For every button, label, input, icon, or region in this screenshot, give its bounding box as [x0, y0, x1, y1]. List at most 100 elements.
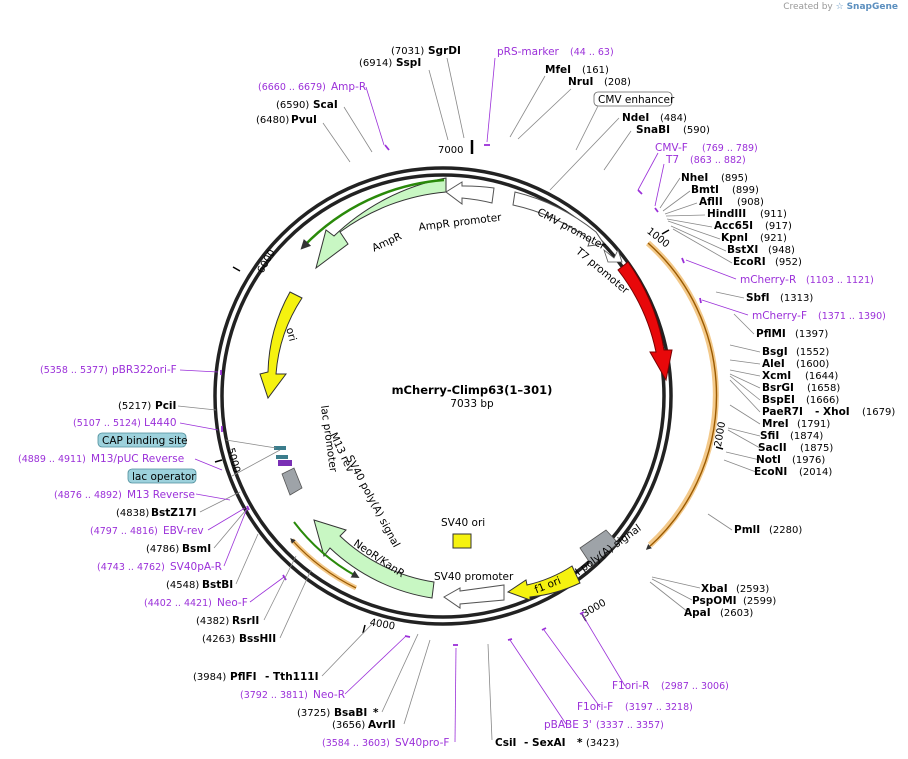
cmv-promoter-arrow[interactable] [512, 191, 605, 247]
site-sexai-star: * [577, 737, 583, 749]
sv40-promoter-arrow[interactable] [443, 584, 505, 609]
site-avrii[interactable]: AvrII [368, 719, 396, 731]
site-bsabi-star: * [373, 707, 379, 719]
site-rsrii-pos: (4382) [196, 616, 229, 627]
site-sacii[interactable]: SacII [758, 442, 787, 454]
site-kpni-pos: (921) [760, 233, 787, 244]
primer-ebvrev-range: (4797 .. 4816) [90, 526, 158, 537]
site-sexai[interactable]: - SexAI [524, 737, 566, 749]
cmv-enhancer-box[interactable] [593, 91, 673, 107]
primer-pbr322[interactable]: pBR322ori-F [112, 364, 177, 376]
bgh-polya-box[interactable] [579, 529, 619, 567]
primer-f1orif[interactable]: F1ori-F [577, 701, 613, 713]
credit-brand: SnapGene [846, 2, 898, 12]
site-kpni[interactable]: KpnI [721, 232, 748, 244]
site-econi[interactable]: EcoNI [754, 466, 787, 478]
ori-arrow[interactable] [259, 291, 303, 400]
primer-m13puc[interactable]: M13/pUC Reverse [91, 453, 184, 465]
tick-4000: 4000 [369, 617, 396, 632]
site-nhei-pos: (895) [721, 173, 748, 184]
primer-ebvrev[interactable]: EBV-rev [163, 525, 204, 537]
site-bstbi[interactable]: BstBI [202, 579, 233, 591]
lac-operator-box[interactable] [127, 468, 197, 484]
sv40-polya-box[interactable] [281, 467, 303, 496]
site-bsshii[interactable]: BssHII [239, 633, 276, 645]
site-xcmi[interactable]: XcmI [762, 370, 791, 382]
tick-7000: 7000 [438, 145, 463, 156]
lac-promoter-mark[interactable] [274, 446, 286, 450]
ampr-promoter-arrow[interactable] [445, 181, 495, 205]
site-pvui[interactable]: PvuI [291, 114, 317, 126]
site-paer7i[interactable]: PaeR7I [762, 406, 803, 418]
site-tth111i[interactable]: - Tth111I [265, 671, 319, 683]
site-bstxi[interactable]: BstXI [727, 244, 758, 256]
primer-sv40pro[interactable]: SV40pro-F [395, 737, 449, 749]
cap-site-mark[interactable] [276, 455, 288, 459]
ampr-arrow[interactable] [315, 177, 447, 270]
site-pmli[interactable]: PmlI [734, 524, 760, 536]
primer-mcherryr[interactable]: mCherry-R [740, 274, 796, 286]
credit-prefix: Created by [783, 2, 833, 12]
primer-labels: pRS-marker (44 .. 63) (6660 .. 6679) Amp… [18, 46, 886, 749]
primer-l4440[interactable]: L4440 [144, 417, 177, 429]
primer-m13rev[interactable]: M13 Reverse [127, 489, 195, 501]
primer-mcherryf[interactable]: mCherry-F [752, 310, 807, 322]
boxed-labels: CMV enhancer CAP binding site lac operat… [97, 91, 675, 484]
site-sbfi[interactable]: SbfI [746, 292, 770, 304]
site-xhoi[interactable]: - XhoI [815, 406, 850, 418]
site-bsmi[interactable]: BsmI [182, 543, 211, 555]
primer-sv40par[interactable]: SV40pA-R [170, 561, 222, 573]
neor-kanr-arrow[interactable] [313, 519, 435, 599]
site-ndei[interactable]: NdeI [622, 112, 649, 124]
site-pspomi[interactable]: PspOMI [692, 595, 737, 607]
primer-neor[interactable]: Neo-R [313, 689, 345, 701]
site-apai[interactable]: ApaI [684, 607, 711, 619]
site-aflii[interactable]: AflII [699, 196, 723, 208]
site-sgrdi[interactable]: SgrDI [428, 45, 461, 57]
backbone-inner-ring [220, 173, 666, 619]
site-acc65i[interactable]: Acc65I [714, 220, 753, 232]
site-ecori[interactable]: EcoRI [733, 256, 766, 268]
primer-prs[interactable]: pRS-marker [497, 46, 560, 58]
site-bstbi-pos: (4548) [166, 580, 199, 591]
site-bmti[interactable]: BmtI [691, 184, 719, 196]
site-bstz17i[interactable]: BstZ17I [151, 507, 196, 519]
site-hindiii[interactable]: HindIII [707, 208, 746, 220]
cap-site-box[interactable] [97, 432, 187, 448]
site-snabi[interactable]: SnaBI [636, 124, 670, 136]
primer-neof[interactable]: Neo-F [217, 597, 248, 609]
mcherry-arrow[interactable] [617, 261, 673, 382]
sv40-ori-box[interactable] [452, 533, 472, 549]
primer-f1orir[interactable]: F1ori-R [612, 680, 649, 692]
tick-2000: 2000 [713, 421, 728, 448]
site-bspei-pos: (1666) [806, 395, 839, 406]
site-bsrgi[interactable]: BsrGI [762, 382, 794, 394]
site-pflfi[interactable]: PflFI [230, 671, 257, 683]
site-bsgi[interactable]: BsgI [762, 346, 788, 358]
site-mfei[interactable]: MfeI [545, 64, 571, 76]
primer-t7[interactable]: T7 [665, 154, 679, 166]
site-sspi[interactable]: SspI [396, 57, 421, 69]
site-alei[interactable]: AleI [762, 358, 785, 370]
site-rsrii[interactable]: RsrII [232, 615, 259, 627]
site-bspei[interactable]: BspEI [762, 394, 795, 406]
m13-rev-mark[interactable] [278, 460, 292, 466]
site-noti[interactable]: NotI [756, 454, 781, 466]
primer-ampr[interactable]: Amp-R [331, 81, 366, 93]
site-bsabi[interactable]: BsaBI [334, 707, 367, 719]
site-mrei[interactable]: MreI [762, 418, 789, 430]
neo-green-arc [293, 521, 360, 578]
f1-ori-arrow[interactable] [506, 565, 581, 601]
site-csii[interactable]: CsiI [495, 737, 516, 749]
primer-cmvf[interactable]: CMV-F [655, 142, 688, 154]
primer-pbabe[interactable]: pBABE 3' [544, 719, 592, 731]
site-pflmi[interactable]: PflMI [756, 328, 786, 340]
site-pcii[interactable]: PciI [155, 400, 176, 412]
site-scai[interactable]: ScaI [313, 99, 338, 111]
site-nhei[interactable]: NheI [681, 172, 708, 184]
site-sfii[interactable]: SfiI [760, 430, 779, 442]
t7-promoter-arrow[interactable] [603, 248, 623, 263]
site-pmli-pos: (2280) [769, 525, 802, 536]
site-nrui[interactable]: NruI [568, 76, 593, 88]
site-xbai[interactable]: XbaI [701, 583, 728, 595]
